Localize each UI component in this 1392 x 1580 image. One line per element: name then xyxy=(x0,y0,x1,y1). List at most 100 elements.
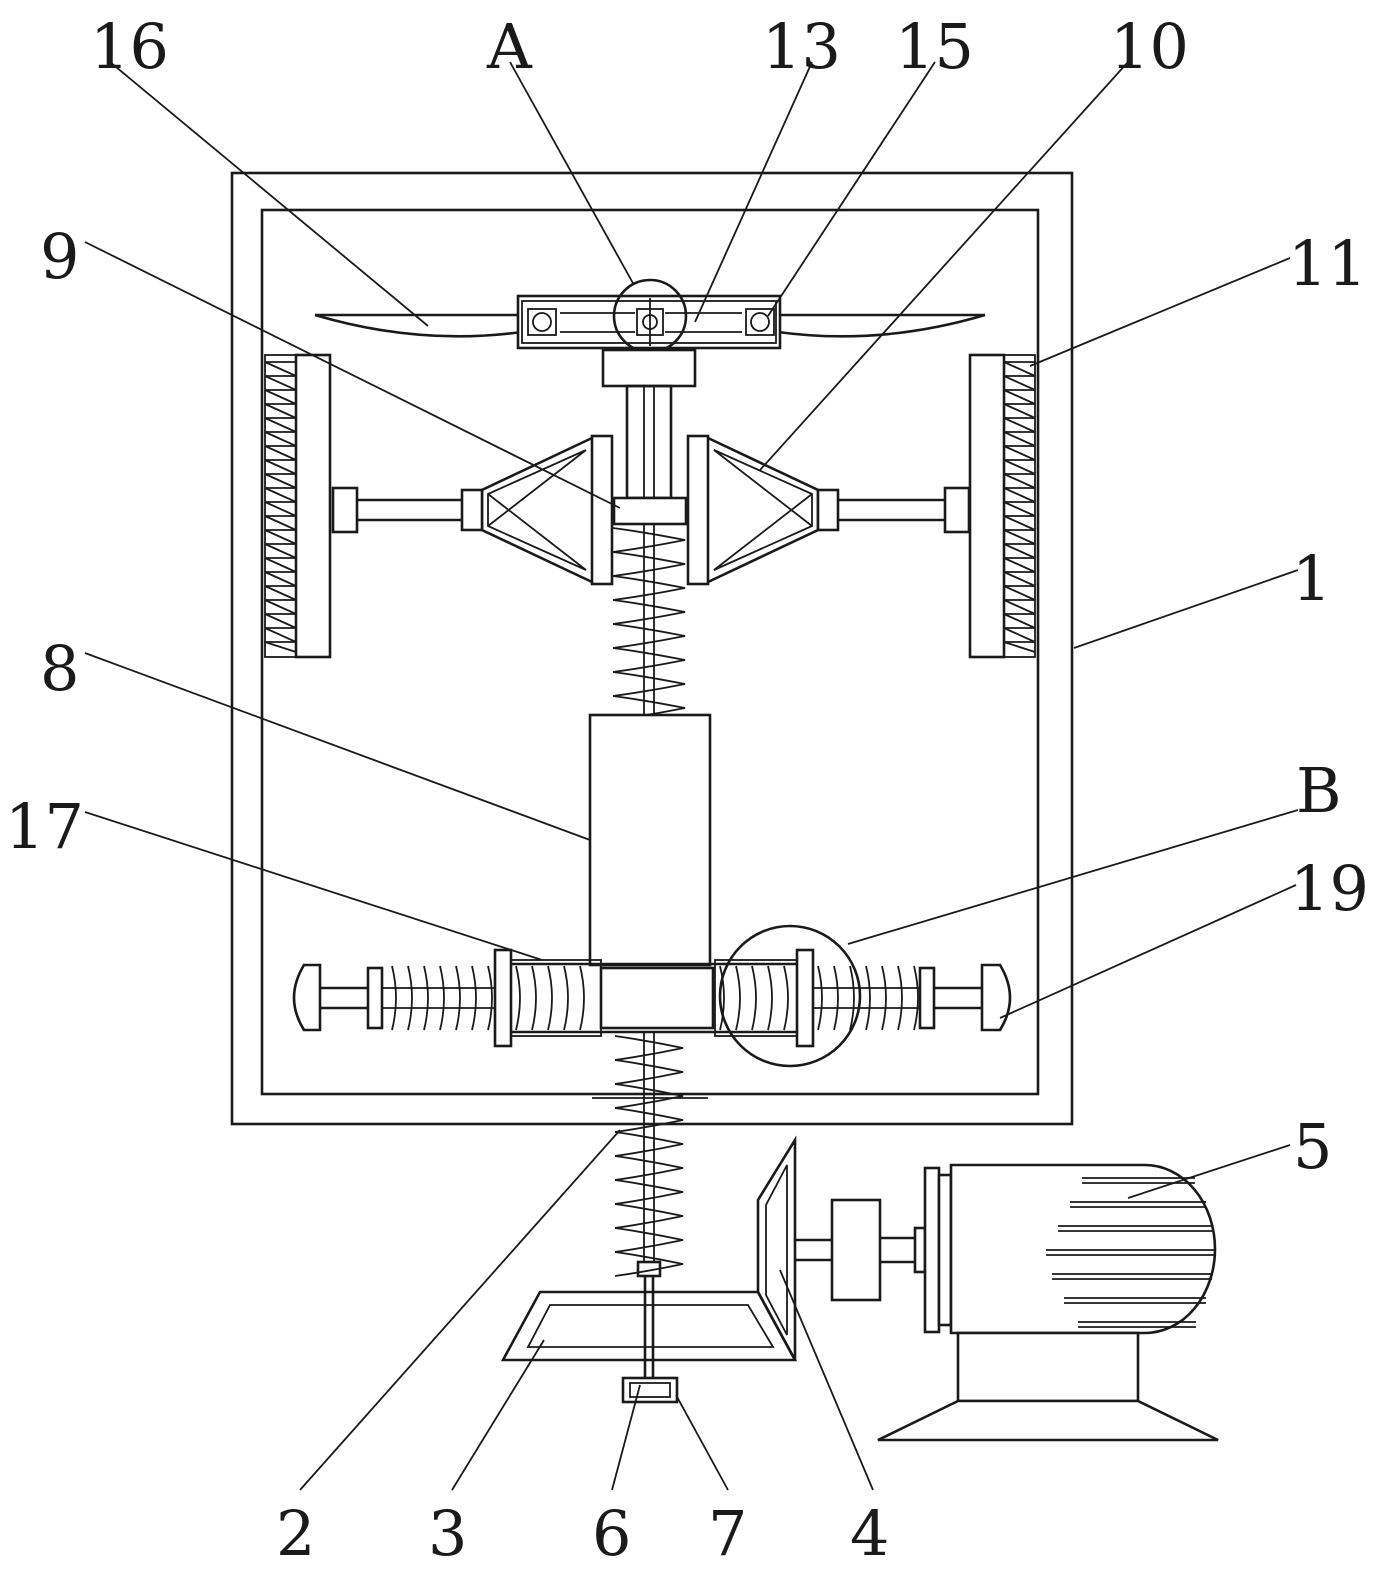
label-1: 1 xyxy=(1292,542,1331,615)
cylinder xyxy=(588,713,712,967)
hatch-line xyxy=(264,529,297,545)
horizontal-spring-assembly xyxy=(292,924,1012,1068)
base-tray xyxy=(500,1290,798,1362)
label-2: 2 xyxy=(276,1497,315,1570)
spring-coil xyxy=(579,965,585,1031)
hatch-line xyxy=(1003,557,1036,573)
hatch-line xyxy=(264,375,297,391)
motor-fins xyxy=(1046,1177,1214,1328)
right-arm-assembly xyxy=(686,353,1036,659)
spring-coil xyxy=(817,965,823,1031)
hatch-line xyxy=(1003,459,1036,475)
spring-coil xyxy=(614,1155,684,1181)
spring-coil xyxy=(612,551,686,577)
spring-coil xyxy=(407,965,413,1031)
hatch-line xyxy=(1003,389,1036,405)
hatch-line xyxy=(264,599,297,615)
spring-coil xyxy=(865,965,871,1031)
label-6: 6 xyxy=(592,1497,631,1570)
hatch-line xyxy=(264,585,297,601)
label-3: 3 xyxy=(428,1497,467,1570)
spring-coil xyxy=(614,1179,684,1205)
label-4: 4 xyxy=(850,1497,889,1570)
spring-coil xyxy=(547,965,553,1031)
hatch-line xyxy=(264,627,297,643)
leader-lines xyxy=(84,61,1299,1491)
label-19: 19 xyxy=(1290,852,1369,925)
hatch-line xyxy=(264,613,297,629)
hatch-line xyxy=(1003,613,1036,629)
hatch-line xyxy=(264,403,297,419)
hatch-line xyxy=(1003,543,1036,559)
spring-coil xyxy=(455,965,461,1031)
spring-coil xyxy=(563,965,569,1031)
label-13: 13 xyxy=(762,10,841,83)
spring-coil xyxy=(614,1059,684,1085)
hatch-line xyxy=(264,515,297,531)
lower-spring xyxy=(614,1035,684,1277)
spring-coil xyxy=(719,965,725,1031)
upper-shaft xyxy=(601,348,697,526)
hatch-line xyxy=(264,571,297,587)
spring-coil xyxy=(439,965,445,1031)
spring-coil xyxy=(783,965,789,1031)
hatch-line xyxy=(1003,417,1036,433)
hatch-line xyxy=(1003,585,1036,601)
left-brush-hatch xyxy=(264,361,297,653)
label-5: 5 xyxy=(1293,1110,1332,1183)
spring-coil xyxy=(487,965,493,1031)
label-16: 16 xyxy=(90,10,169,83)
spring-coil xyxy=(614,1227,684,1253)
hatch-line xyxy=(1003,571,1036,587)
detail-circle-b xyxy=(718,924,862,1068)
spring-coil xyxy=(897,965,903,1031)
spring-coil xyxy=(767,965,773,1031)
hatch-line xyxy=(264,445,297,461)
spring-coil xyxy=(751,965,757,1031)
hatch-line xyxy=(1003,431,1036,447)
spring-coil xyxy=(614,1203,684,1229)
label-a: A xyxy=(486,10,533,83)
outer-housing xyxy=(230,171,1074,1126)
hatch-line xyxy=(1003,445,1036,461)
angled-plate xyxy=(756,1135,797,1361)
hatch-line xyxy=(1003,501,1036,517)
spring-coil xyxy=(612,599,686,625)
hatch-line xyxy=(1003,361,1036,377)
horizontal-coils xyxy=(391,965,919,1031)
spring-coil xyxy=(612,623,686,649)
hatch-line xyxy=(1003,641,1036,653)
top-blade-assembly xyxy=(314,278,986,354)
hatch-line xyxy=(1003,473,1036,489)
right-brush-hatch xyxy=(1003,361,1036,653)
spring-coil xyxy=(391,965,397,1031)
spring-coil xyxy=(614,1083,684,1109)
spring-coil xyxy=(881,965,887,1031)
hatch-line xyxy=(1003,487,1036,503)
label-15: 15 xyxy=(895,10,974,83)
hatch-line xyxy=(264,473,297,489)
spring-coil xyxy=(612,647,686,673)
upper-spring xyxy=(612,524,686,721)
spring-coil xyxy=(614,1035,684,1061)
lower-shaft xyxy=(592,1032,708,1378)
hatch-line xyxy=(264,459,297,475)
spring-coil xyxy=(735,965,741,1031)
left-arm-assembly xyxy=(264,353,614,659)
label-8: 8 xyxy=(40,632,79,705)
hatch-line xyxy=(264,641,297,653)
hatch-line xyxy=(264,417,297,433)
part-labels: 16 A 13 15 10 9 11 1 8 17 B 19 5 2 3 6 7… xyxy=(5,10,1369,1570)
label-b: B xyxy=(1296,754,1342,827)
spring-coil xyxy=(614,1251,684,1277)
bottom-block xyxy=(621,1376,679,1404)
spring-coil xyxy=(833,965,839,1031)
hatch-line xyxy=(1003,599,1036,615)
hatch-line xyxy=(1003,375,1036,391)
spring-coil xyxy=(471,965,477,1031)
hatch-line xyxy=(1003,529,1036,545)
label-10: 10 xyxy=(1110,10,1189,83)
label-11: 11 xyxy=(1288,227,1367,300)
spring-coil xyxy=(849,965,855,1031)
